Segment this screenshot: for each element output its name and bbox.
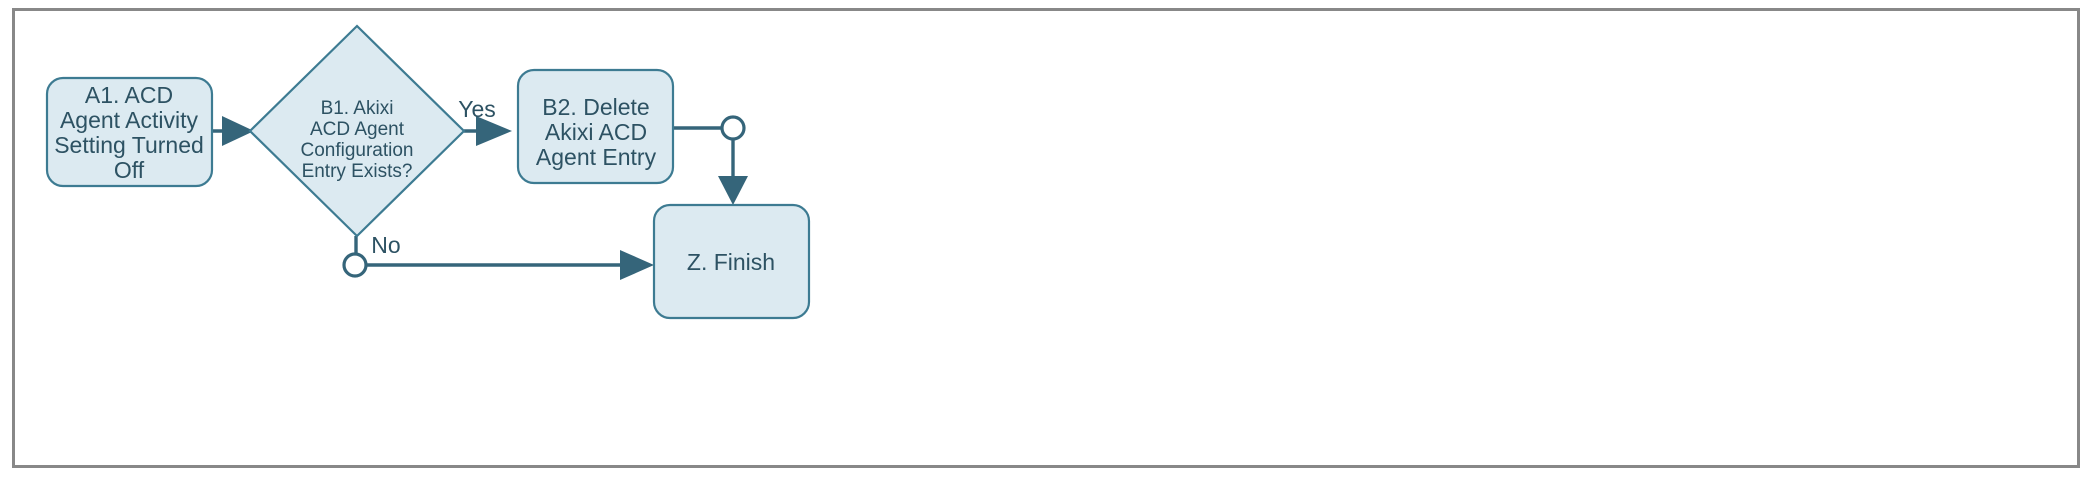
node-b1-line-3: Configuration xyxy=(300,140,413,161)
node-a1-line-3: Setting Turned xyxy=(54,132,204,158)
node-b1-akixi-acd-agent-configuration-entry-exists[interactable]: B1. Akixi ACD Agent Configuration Entry … xyxy=(248,24,466,238)
edge-a1-b1-arrowhead xyxy=(222,116,254,146)
node-a1-line-1: A1. ACD xyxy=(85,82,173,108)
node-b2-line-1: B2. Delete xyxy=(542,94,649,120)
edge-b1-b2-arrowhead xyxy=(476,116,512,146)
node-z-line-1: Z. Finish xyxy=(687,249,775,275)
node-b2-line-3: Agent Entry xyxy=(536,144,657,170)
edge-b2-to-finish xyxy=(673,115,748,205)
edge-b1-to-b2: Yes xyxy=(458,96,512,146)
node-b2-line-2: Akixi ACD xyxy=(545,119,647,145)
edge-b2-arrowhead xyxy=(718,176,748,205)
node-b1-line-1: B1. Akixi xyxy=(321,98,394,119)
junction-no-node xyxy=(342,252,368,278)
edge-label-no: No xyxy=(371,232,400,258)
node-b2-shape[interactable] xyxy=(516,68,675,185)
node-b1-line-2: ACD Agent xyxy=(310,119,405,140)
edge-b1-to-finish-no: No xyxy=(342,232,654,280)
edge-no-arrowhead xyxy=(620,250,654,280)
edge-a1-to-b1 xyxy=(212,116,254,146)
node-a1-line-4: Off xyxy=(114,157,145,183)
node-z-finish[interactable]: Z. Finish xyxy=(652,203,811,320)
node-a1-line-2: Agent Activity xyxy=(60,107,199,133)
node-b1-line-4: Entry Exists? xyxy=(302,161,413,182)
node-z-shape[interactable] xyxy=(652,203,811,320)
node-a1-acd-agent-activity-setting-turned-off[interactable]: A1. ACD Agent Activity Setting Turned Of… xyxy=(45,76,214,188)
junction-b2-node xyxy=(720,115,746,141)
edge-label-yes: Yes xyxy=(458,96,496,122)
node-b2-delete-akixi-acd-agent-entry[interactable]: B2. Delete Akixi ACD Agent Entry xyxy=(516,68,675,185)
node-b1-shape[interactable] xyxy=(248,24,466,238)
node-a1-shape[interactable] xyxy=(45,76,214,188)
